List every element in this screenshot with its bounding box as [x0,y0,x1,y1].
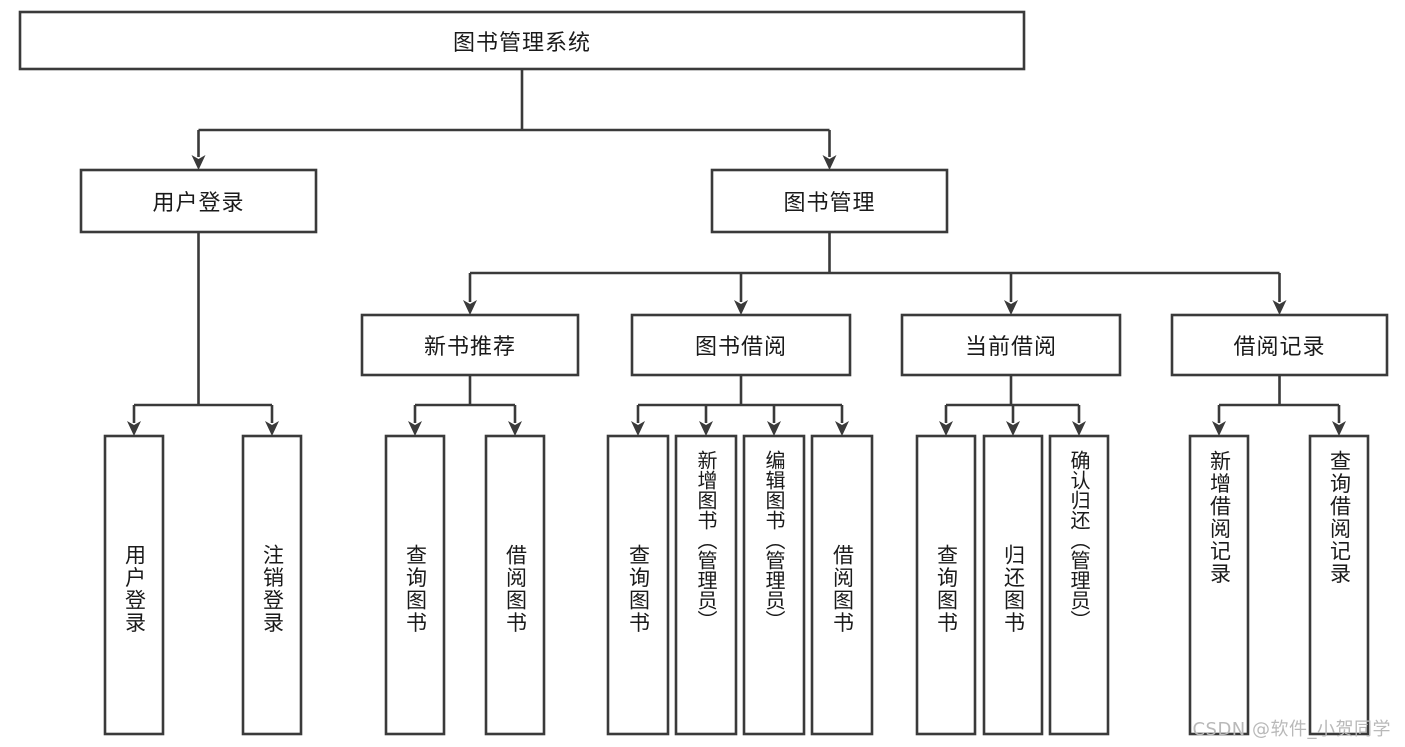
branch-3-to-leaf-0-arrowhead [939,421,953,436]
branch-0-to-leaf-1-arrowhead [265,421,279,436]
branch-4-to-leaf-0-arrowhead [1212,421,1226,436]
branch-2-to-leaf-2-arrowhead [767,421,781,436]
watermark-text: CSDN @软件_小贺同学 [1192,719,1391,740]
mgmt-to-level3-3-arrowhead [1272,300,1287,315]
branch-1-to-leaf-0-arrowhead [408,421,422,436]
branch-2-to-leaf-0-arrowhead [631,421,645,436]
leaf-box-1[interactable] [241,434,303,736]
leaf-box-5[interactable] [674,434,738,736]
leaf-box-4[interactable] [606,434,670,736]
node-boxes [18,10,1389,736]
root-box-0[interactable] [18,10,1026,71]
leaf-box-8[interactable] [915,434,977,736]
branch-3-to-leaf-1-arrowhead [1006,421,1020,436]
branch-2-to-leaf-1-arrowhead [699,421,713,436]
branch-4-to-leaf-1-arrowhead [1332,421,1346,436]
leaf-box-11[interactable] [1188,434,1250,736]
leaf-box-12[interactable] [1308,434,1370,736]
mgmt-to-level3-2-arrowhead [1004,300,1018,315]
leaf-box-0[interactable] [103,434,165,736]
leaf-box-10[interactable] [1048,434,1110,736]
root-to-level2-1-arrowhead [822,155,837,170]
leaf-box-9[interactable] [982,434,1044,736]
level3-box-3[interactable] [1170,313,1389,377]
branch-0-to-leaf-0-arrowhead [127,421,141,436]
branch-3-to-leaf-2-arrowhead [1072,421,1086,436]
branch-1-to-leaf-1-arrowhead [508,421,522,436]
connector-lines [127,69,1346,436]
leaf-box-2[interactable] [384,434,446,736]
mgmt-to-level3-1-arrowhead [734,300,748,315]
leaf-box-7[interactable] [810,434,874,736]
level2-box-1[interactable] [710,168,949,234]
root-to-level2-0-arrowhead [191,155,206,170]
level3-box-0[interactable] [360,313,580,377]
level3-box-1[interactable] [630,313,852,377]
leaf-box-6[interactable] [742,434,806,736]
leaf-box-3[interactable] [484,434,546,736]
level2-box-0[interactable] [79,168,318,234]
mgmt-to-level3-0-arrowhead [463,300,477,315]
level3-box-2[interactable] [900,313,1122,377]
branch-2-to-leaf-3-arrowhead [835,421,849,436]
